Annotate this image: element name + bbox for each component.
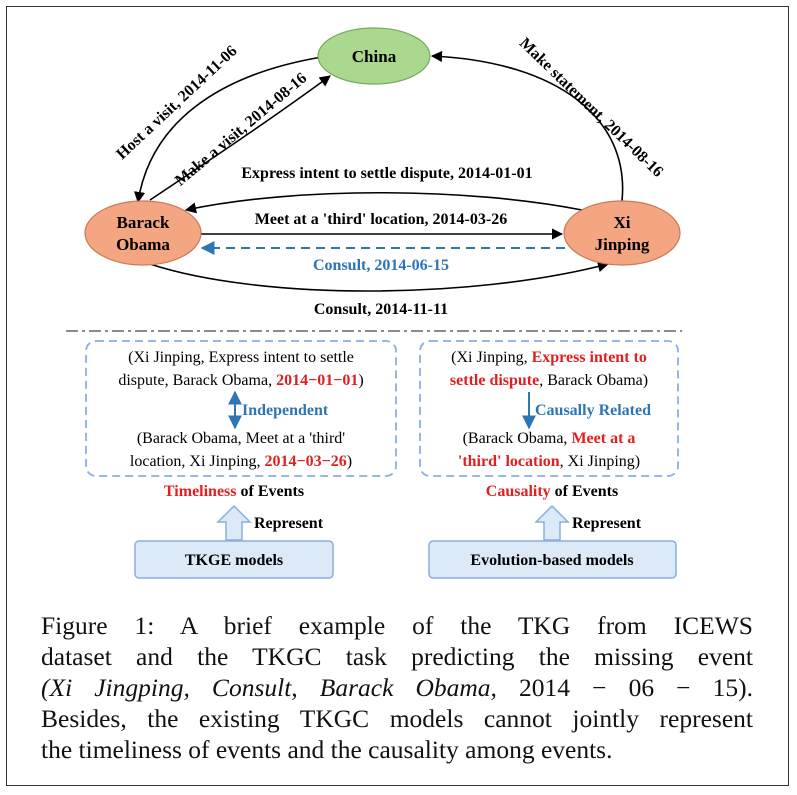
tkge-models-box xyxy=(134,540,334,579)
left-relation-label: Independent xyxy=(242,402,329,419)
right-panel-box xyxy=(419,340,679,477)
label-express-intent: Express intent to settle dispute, 2014-0… xyxy=(241,165,532,182)
node-china-label: China xyxy=(352,47,397,66)
evolution-models-box xyxy=(428,540,677,579)
edge-consult-1111 xyxy=(149,261,610,292)
label-meet-third: Meet at a 'third' location, 2014-03-26 xyxy=(255,211,507,228)
node-xi-label-line2: Jinping xyxy=(595,235,650,254)
right-fact1-line2: settle dispute, Barack Obama) xyxy=(450,372,648,389)
caption-line-3: (Xi Jingping, Consult, Barack Obama, 201… xyxy=(41,672,753,703)
right-fact1-line1: (Xi Jinping, Express intent to xyxy=(451,349,647,366)
left-fact2-line1: (Barack Obama, Meet at a 'third' xyxy=(137,430,345,447)
left-represent-label: Represent xyxy=(254,515,324,532)
node-xi xyxy=(563,200,681,266)
right-fact2-line2: 'third' location, Xi Jinping) xyxy=(458,453,640,470)
left-fact2-line2: location, Xi Jinping, 2014−03−26) xyxy=(130,453,352,470)
label-consult-missing: Consult, 2014-06-15 xyxy=(313,257,449,274)
figure-frame xyxy=(6,6,789,786)
tkge-models-label: TKGE models xyxy=(185,552,283,569)
left-fact1-line1: (Xi Jinping, Express intent to settle xyxy=(128,349,354,366)
node-china xyxy=(317,27,431,85)
right-fact2-line1: (Barack Obama, Meet at a xyxy=(463,430,636,447)
caption-line-2: dataset and the TKGC task predicting the… xyxy=(41,642,753,671)
left-represent-arrow xyxy=(216,504,252,541)
caption-line-5: the timeliness of events and the causali… xyxy=(41,735,613,764)
evolution-models-label: Evolution-based models xyxy=(470,552,633,569)
left-property-label: Timeliness of Events xyxy=(164,483,304,500)
right-represent-arrow xyxy=(534,504,570,541)
right-property-label: Causality of Events xyxy=(486,483,618,500)
node-obama-label-line1: Barack xyxy=(117,213,170,232)
left-panel-box xyxy=(85,340,397,477)
caption-missing-date: 2014 − 06 − 15). xyxy=(519,673,753,702)
label-consult-1111: Consult, 2014-11-11 xyxy=(314,301,448,318)
edge-host-visit xyxy=(134,56,323,204)
figure-caption: Figure 1: A brief example of the TKG fro… xyxy=(41,610,753,765)
caption-missing-event: (Xi Jingping, Consult, Barack Obama, xyxy=(41,673,520,702)
node-xi-label-line1: Xi xyxy=(614,213,631,232)
caption-line-4: Besides, the existing TKGC models cannot… xyxy=(41,704,753,733)
node-obama xyxy=(84,200,202,266)
edge-make-visit xyxy=(149,75,331,201)
right-relation-label: Causally Related xyxy=(535,402,651,419)
right-represent-label: Represent xyxy=(572,515,642,532)
node-obama-label-line2: Obama xyxy=(116,235,170,254)
edge-express-intent xyxy=(184,191,583,214)
label-make-statement: Make statement, 2014-08-16 xyxy=(516,35,666,181)
edge-make-statement xyxy=(430,50,624,202)
caption-line-1: Figure 1: A brief example of the TKG fro… xyxy=(41,611,753,640)
left-fact1-line2: dispute, Barack Obama, 2014−01−01) xyxy=(118,372,363,389)
